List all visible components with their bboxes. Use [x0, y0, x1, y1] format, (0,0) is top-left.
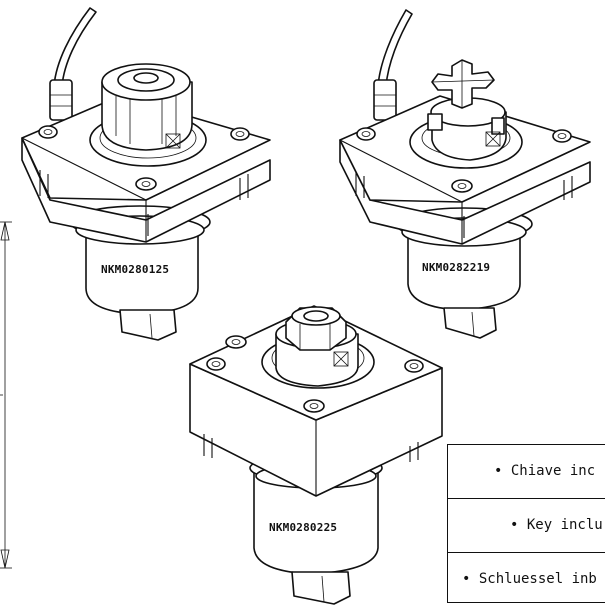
- note-text: • Key inclu: [510, 517, 603, 533]
- tool-holder-3: NKM0280225: [189, 305, 443, 605]
- note-row: • Schluessel inb: [448, 553, 605, 606]
- part-code-label: NKM0282219: [422, 261, 490, 274]
- tool-holder-2: NKM0282219: [339, 9, 591, 339]
- note-row: • Chiave inc: [448, 445, 605, 499]
- notes-table: • Chiave inc • Key inclu • Schluessel in…: [447, 444, 605, 603]
- note-row: • Key inclu: [448, 499, 605, 553]
- part-code-label: NKM0280125: [101, 263, 169, 276]
- dimension-line: [0, 221, 12, 569]
- note-text: • Schluessel inb: [462, 571, 597, 587]
- tool-holder-1: NKM0280125: [21, 7, 271, 341]
- note-text: • Chiave inc: [494, 463, 596, 479]
- part-code-label: NKM0280225: [269, 521, 337, 534]
